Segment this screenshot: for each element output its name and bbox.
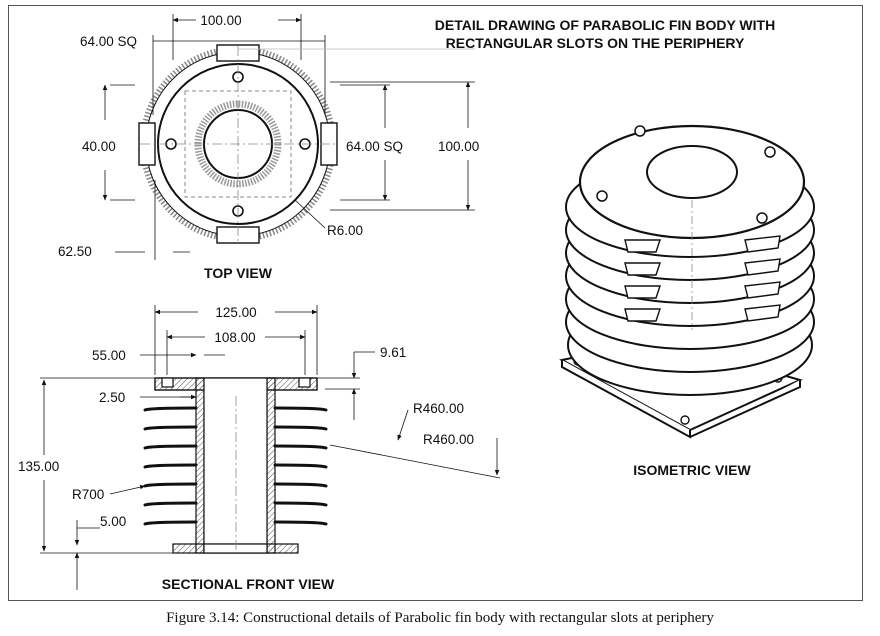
front-dim-r2: R460.00 [423,432,474,447]
top-dim-height: 100.00 [438,139,479,154]
front-dim-bore: 55.00 [92,348,126,363]
front-dim-r700: R700 [72,487,104,502]
front-dim-mid: 108.00 [214,330,255,345]
top-dim-width: 100.00 [200,13,241,28]
isometric-view [559,124,815,439]
front-dim-flange: 9.61 [380,345,406,360]
front-dim-fin: 5.00 [100,514,126,529]
drawing-title-line1: DETAIL DRAWING OF PARABOLIC FIN BODY WIT… [435,17,775,33]
engineering-drawing: DETAIL DRAWING OF PARABOLIC FIN BODY WIT… [18,13,815,592]
front-view-dimensions [40,305,501,590]
top-dim-radius: R6.00 [327,223,363,238]
top-view-dimensions [102,14,475,260]
iso-slots [624,235,781,322]
top-dim-sq-right: 64.00 SQ [346,139,403,154]
top-dim-sq-left: 64.00 SQ [80,34,137,49]
front-view-label: SECTIONAL FRONT VIEW [162,576,335,592]
figure-caption: Figure 3.14: Constructional details of P… [166,610,714,626]
front-dim-r1: R460.00 [413,401,464,416]
drawing-title-line2: RECTANGULAR SLOTS ON THE PERIPHERY [446,35,745,51]
isometric-view-label: ISOMETRIC VIEW [633,462,751,478]
top-bore-ring [194,100,282,188]
front-view [143,377,328,554]
front-fins [143,406,328,526]
front-dim-height: 135.00 [18,459,59,474]
iso-bore [646,145,738,199]
top-view [138,44,338,244]
drawing-frame [8,5,863,601]
top-dim-inner: 62.50 [58,244,92,259]
top-view-label: TOP VIEW [204,265,273,281]
front-dim-wall: 2.50 [99,390,125,405]
front-dim-outer: 125.00 [215,305,256,320]
top-dim-slot: 40.00 [82,139,116,154]
